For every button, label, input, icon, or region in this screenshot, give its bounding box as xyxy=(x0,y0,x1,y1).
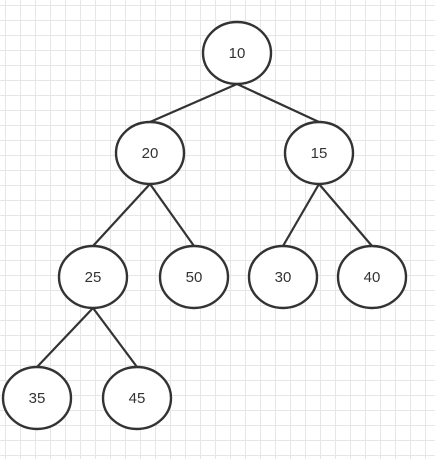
node-label: 15 xyxy=(311,145,328,162)
node-circle xyxy=(247,244,319,310)
node-label: 25 xyxy=(85,269,102,286)
node-circle xyxy=(158,244,230,310)
nodes-group: 10 20 15 25 50 30 40 35 45 xyxy=(1,20,408,431)
node-label: 35 xyxy=(29,390,46,407)
node-label: 40 xyxy=(364,269,381,286)
edges-group xyxy=(36,82,373,368)
node-circle xyxy=(114,120,186,186)
tree-node-15: 15 xyxy=(283,120,355,186)
edge-n10-n20 xyxy=(149,82,238,124)
tree-node-40: 40 xyxy=(336,244,408,310)
node-circle xyxy=(1,365,73,431)
edge-n10-n15 xyxy=(236,83,320,123)
edge-n15-n30 xyxy=(282,183,320,247)
tree-node-35: 35 xyxy=(1,365,73,431)
node-label: 30 xyxy=(275,269,292,286)
node-circle xyxy=(336,244,408,310)
edge-n25-n45 xyxy=(92,307,138,368)
node-circle xyxy=(201,20,273,86)
tree-node-50: 50 xyxy=(158,244,230,310)
node-circle xyxy=(283,120,355,186)
tree-node-25: 25 xyxy=(57,244,129,310)
node-label: 45 xyxy=(129,390,146,407)
node-label: 20 xyxy=(142,145,159,162)
node-label: 50 xyxy=(186,269,203,286)
edge-n15-n40 xyxy=(318,183,373,247)
tree-node-30: 30 xyxy=(247,244,319,310)
node-circle xyxy=(57,244,129,310)
tree-node-10: 10 xyxy=(201,20,273,86)
tree-node-20: 20 xyxy=(114,120,186,186)
tree-node-45: 45 xyxy=(101,365,173,431)
node-circle xyxy=(101,365,173,431)
edge-n20-n25 xyxy=(92,183,151,247)
node-label: 10 xyxy=(229,45,246,62)
edge-n25-n35 xyxy=(36,307,94,368)
edge-n20-n50 xyxy=(149,183,195,247)
